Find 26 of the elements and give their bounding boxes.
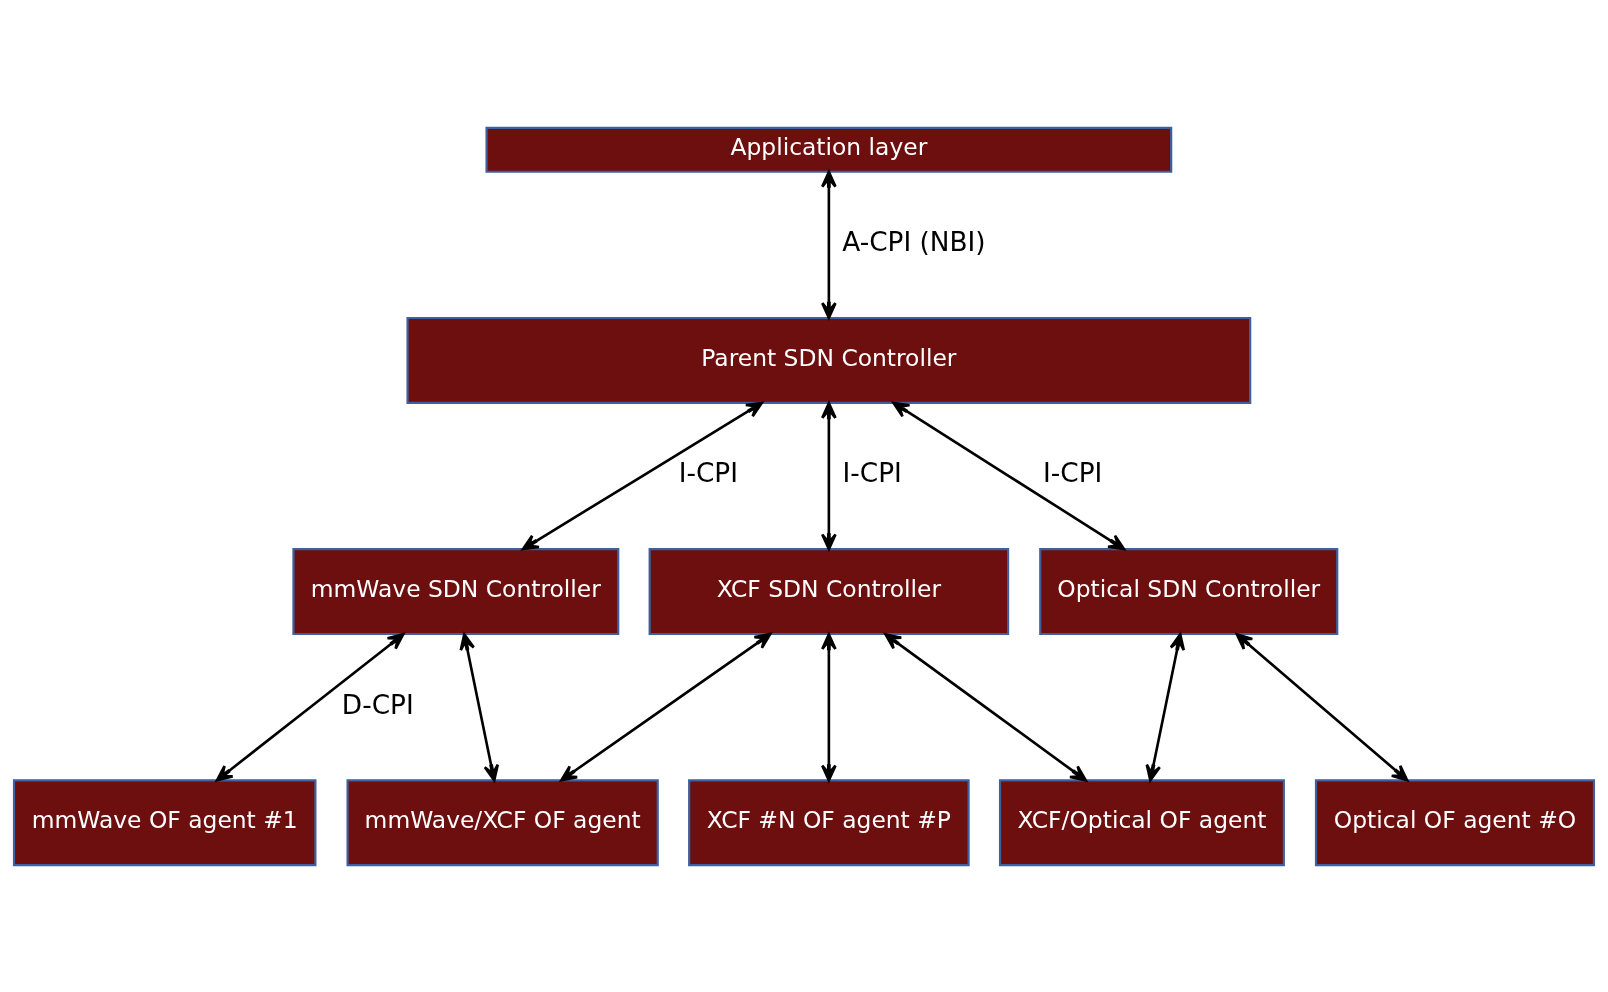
arrow (884, 632, 1087, 782)
edge-label: D-CPI (341, 689, 414, 720)
arrow (560, 632, 772, 781)
arrow (820, 632, 837, 782)
node-box: mmWave/XCF OF agent (346, 778, 659, 866)
arrow (820, 401, 837, 550)
edge-label: A-CPI (NBI) (842, 226, 986, 257)
node-box: Optical OF agent #O (1314, 778, 1596, 866)
arrow (215, 632, 405, 782)
node-box: XCF SDN Controller (648, 547, 1010, 635)
node-box: Application layer (485, 126, 1173, 173)
arrow (1145, 632, 1186, 782)
arrow (459, 632, 500, 782)
arrow (892, 401, 1126, 550)
node-box: XCF #N OF agent #P (688, 778, 970, 866)
node-box: Optical SDN Controller (1039, 547, 1339, 635)
arrow (820, 170, 837, 319)
node-box: Parent SDN Controller (406, 316, 1252, 404)
edge-label: I-CPI (842, 457, 902, 488)
edge-label: I-CPI (1042, 457, 1103, 488)
node-box: XCF/Optical OF agent (998, 778, 1285, 866)
arrow (1235, 632, 1409, 782)
arrow (521, 401, 764, 550)
node-box: mmWave OF agent #1 (12, 778, 317, 866)
node-box: mmWave SDN Controller (292, 547, 620, 635)
edge-label: I-CPI (678, 457, 739, 488)
